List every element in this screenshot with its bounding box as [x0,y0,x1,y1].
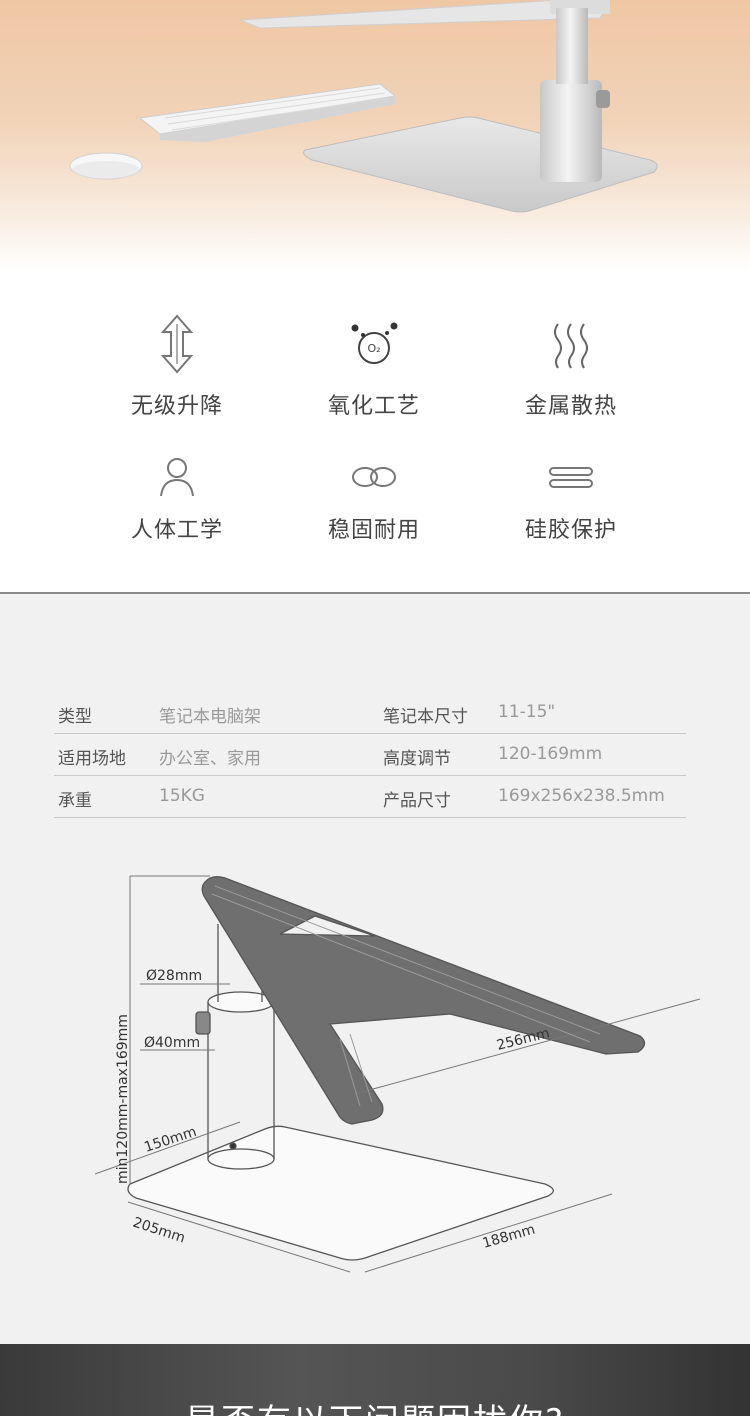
spec-value: 169x256x238.5mm [498,786,665,806]
spec-key: 类型 [58,707,92,727]
feature-item: 人体工学 [77,456,277,544]
spec-value: 办公室、家用 [159,749,261,769]
hero-product-photo [0,0,750,270]
silicone-pad-icon [549,467,593,488]
feature-item: 无级升降 [77,314,277,420]
feature-item: 硅胶保护 [471,456,671,544]
bottom-banner: 是否有以下问题困扰你? [0,1344,750,1416]
dimension-diagram: min120mm-max169mm Ø28mm Ø40mm 256mm 150m… [94,875,701,1273]
feature-label: 人体工学 [130,518,223,543]
laptop-stand-scene [69,0,658,213]
tube-diameter-small-label: Ø28mm [146,968,202,984]
spec-value: 120-169mm [498,744,603,764]
spec-table: 类型 笔记本电脑架 笔记本尺寸 11-15" 适用场地 办公室、家用 高度调节 … [54,692,686,818]
spec-row: 类型 笔记本电脑架 笔记本尺寸 11-15" [54,692,686,734]
feature-item: 稳固耐用 [274,456,474,544]
spec-row: 承重 15KG 产品尺寸 169x256x238.5mm [54,776,686,818]
oxidation-icon-text: O₂ [367,342,380,355]
spec-key: 适用场地 [58,749,126,769]
feature-label: 无级升降 [130,394,223,419]
spec-value: 11-15" [498,702,556,722]
base-width-label: 205mm [131,1215,187,1247]
infinity-durable-icon [352,467,396,487]
feature-item: O₂ 氧化工艺 [274,314,474,420]
spec-key: 高度调节 [383,749,451,769]
spec-section: 类型 笔记本电脑架 笔记本尺寸 11-15" 适用场地 办公室、家用 高度调节 … [0,594,750,1344]
height-range-label: min120mm-max169mm [115,1014,131,1184]
spec-key: 笔记本尺寸 [383,707,468,727]
section-divider [0,592,750,594]
ergonomic-person-icon [160,458,194,497]
spec-value: 15KG [159,786,205,806]
height-adjust-icon [160,314,194,374]
feature-item: 金属散热 [471,314,671,420]
spec-row: 适用场地 办公室、家用 高度调节 120-169mm [54,734,686,776]
feature-label: 稳固耐用 [327,518,420,543]
banner-title: 是否有以下问题困扰你? [0,1394,750,1416]
base-depth-label: 150mm [142,1124,198,1156]
tube-diameter-large-label: Ø40mm [144,1035,200,1051]
spec-key: 承重 [58,791,92,811]
heat-dissipation-icon [554,323,588,369]
feature-label: 金属散热 [524,394,617,419]
spec-key: 产品尺寸 [383,791,451,811]
feature-grid: 无级升降 O₂ 氧化工艺 金属散热 人体工学 [0,270,750,592]
feature-label: 硅胶保护 [524,518,617,543]
oxidation-icon: O₂ [351,322,398,364]
spec-value: 笔记本电脑架 [159,707,261,727]
feature-label: 氧化工艺 [327,394,420,419]
